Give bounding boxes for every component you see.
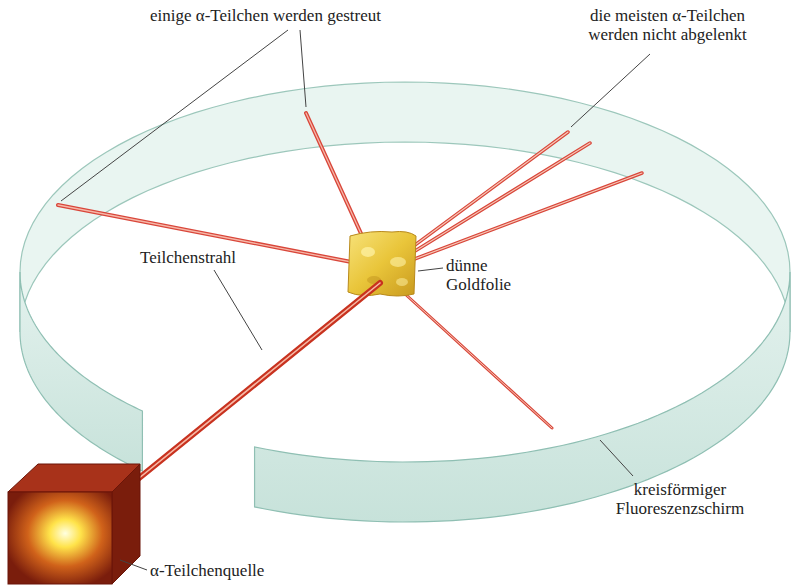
screen-label: kreisförmiger Fluoreszenzschirm [585, 480, 775, 518]
foil-label: dünne Goldfolie [446, 256, 524, 294]
leader-lines [61, 30, 650, 570]
screen-outer-wall [255, 272, 790, 522]
scatter-note: einige α-Teilchen werden gestreut [150, 6, 470, 25]
alpha-rays [58, 113, 642, 428]
gold-foil [348, 232, 416, 297]
screen-outer-wall [20, 272, 142, 471]
particle-beam [112, 283, 380, 500]
undeflected-note: die meisten α-Teilchen werden nicht abge… [565, 6, 770, 44]
beam-label: Teilchenstrahl [140, 248, 270, 267]
alpha-source [8, 464, 140, 584]
source-label: α-Teilchenquelle [150, 561, 310, 580]
screen-inner-wall [20, 82, 790, 332]
